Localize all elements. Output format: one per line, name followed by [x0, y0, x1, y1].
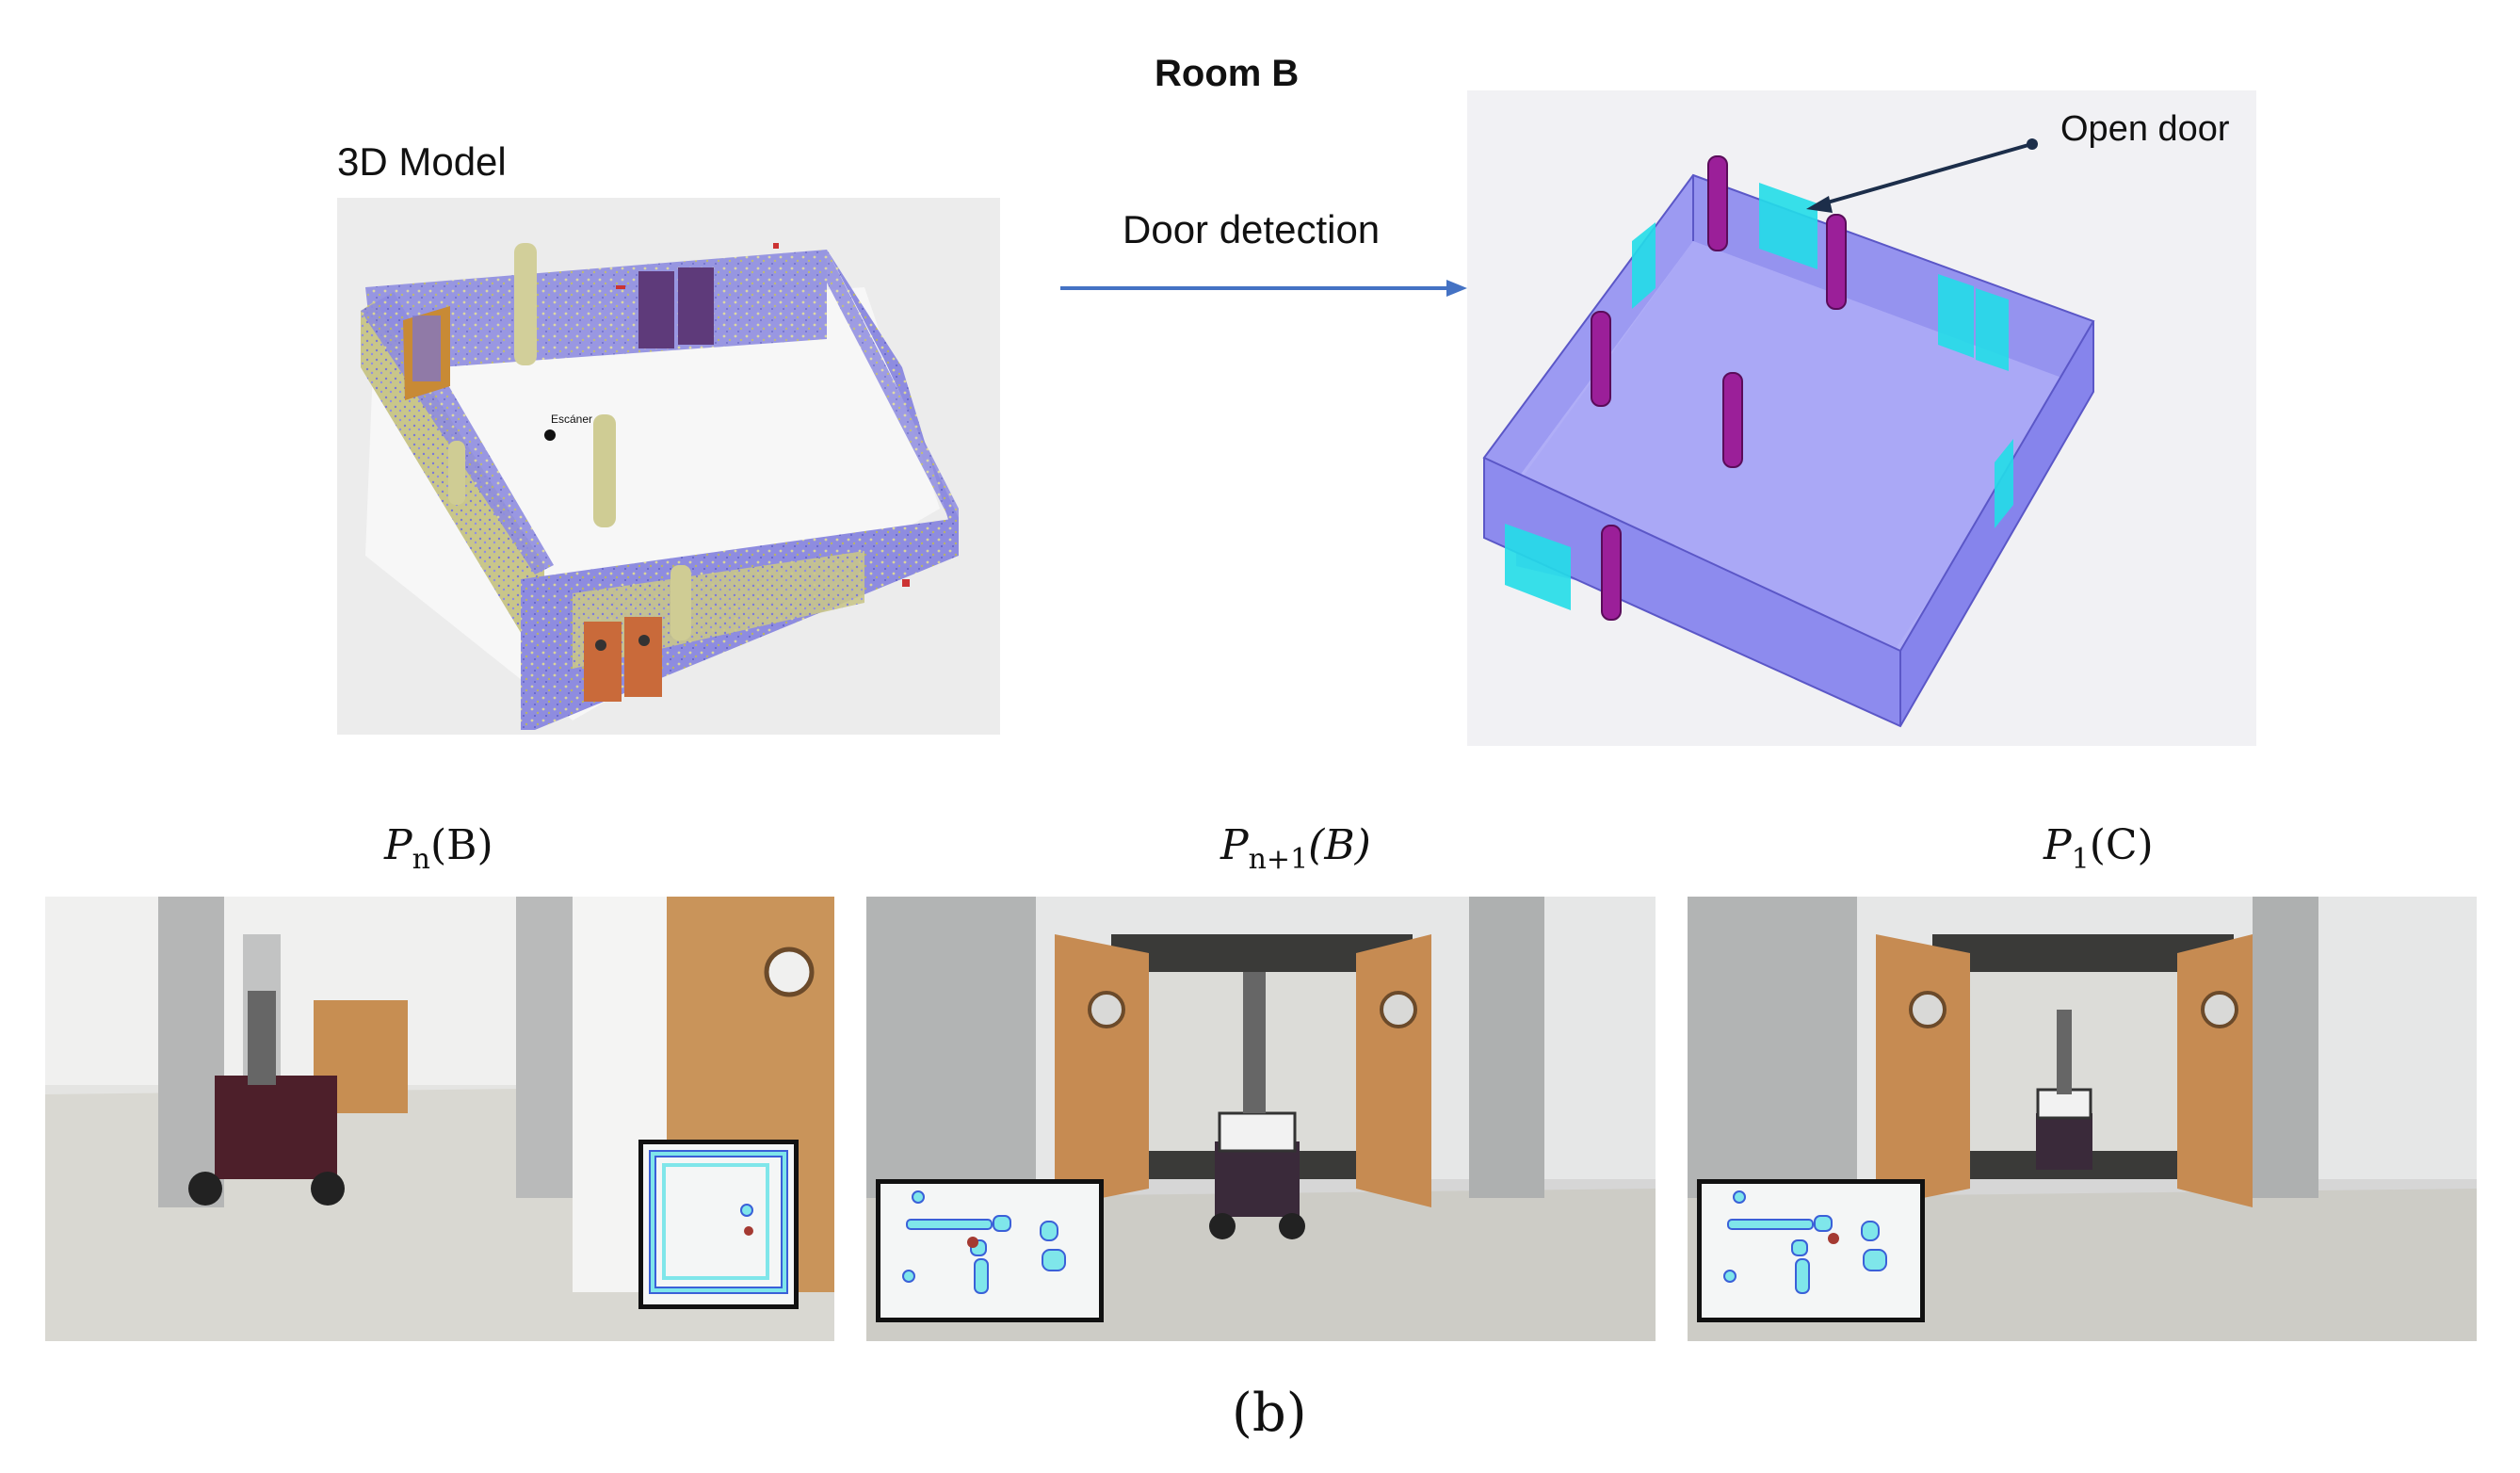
point-cloud-model-drawing: [361, 243, 959, 730]
point-cloud-model-panel: Escáner: [337, 198, 1000, 735]
map-inset-room-b: [638, 1140, 799, 1309]
page-title: Room B: [1155, 53, 1300, 94]
figure-caption: (b): [1232, 1383, 1307, 1444]
door-open: [1759, 183, 1817, 269]
open-door-label: Open door: [2060, 109, 2230, 149]
photo-robot-at-door: [866, 897, 1656, 1341]
photo-label-p1-c: P1(C): [2043, 821, 2154, 876]
photo-robot-room-c: [1688, 897, 2477, 1341]
door-detection-model-panel: Open door: [1467, 90, 2256, 746]
door-detection-arrowhead: [1446, 280, 1467, 297]
map-inset-door: [876, 1179, 1104, 1322]
photo-label-pn-b: Pn(B): [384, 821, 493, 876]
map-inset-room-c: [1697, 1179, 1925, 1322]
photo-label-pn1-b: Pn+1(B): [1220, 821, 1371, 876]
door-detection-model-drawing: [1482, 138, 2095, 728]
arrow-label: Door detection: [1123, 207, 1381, 251]
photo-robot-room-b: [45, 897, 834, 1341]
scanner-label: Escáner: [551, 413, 593, 426]
model-label: 3D Model: [337, 139, 507, 184]
